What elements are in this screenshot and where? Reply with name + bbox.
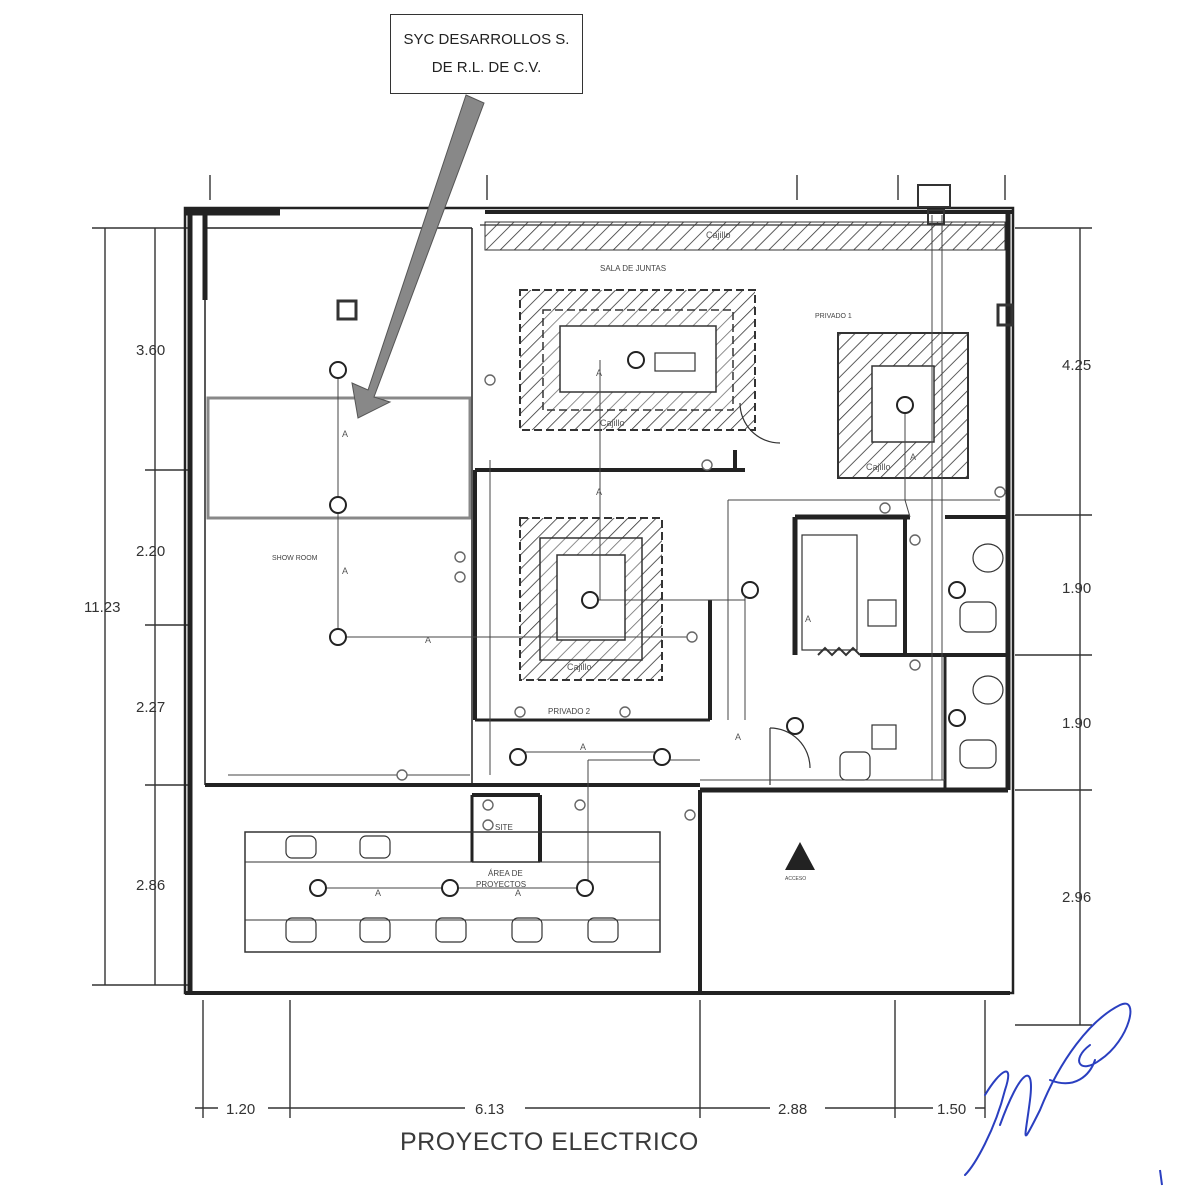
- dim-bottom-2: 6.13: [475, 1101, 504, 1118]
- cajillo-label-juntas: Cajillo: [600, 418, 625, 428]
- room-area-proyectos-1: ÁREA DE: [488, 869, 523, 878]
- cajillo-band: [484, 221, 1006, 251]
- dim-bottom-1: 1.20: [226, 1101, 255, 1118]
- bottom-dimensions: [195, 1000, 986, 1118]
- company-callout-box: SYC DESARROLLOS S. DE R.L. DE C.V.: [390, 14, 583, 94]
- sala-juntas-plafon: [519, 289, 756, 431]
- circuit-label: A: [342, 429, 348, 439]
- signature-mark: [1159, 1169, 1163, 1186]
- company-name-line2: DE R.L. DE C.V.: [431, 59, 542, 76]
- room-area-proyectos-2: PROYECTOS: [476, 880, 526, 889]
- left-dimensions: [92, 227, 190, 986]
- dim-right-1: 4.25: [1062, 357, 1091, 374]
- dim-left-3: 2.27: [136, 699, 165, 716]
- room-privado-1: PRIVADO 1: [815, 313, 852, 320]
- acceso-marker: [785, 842, 815, 870]
- dim-right-2: 1.90: [1062, 580, 1091, 597]
- dim-bottom-4: 1.50: [937, 1101, 966, 1118]
- cajillo-label-privado1: Cajillo: [866, 462, 891, 472]
- circuit-label: A: [910, 452, 916, 462]
- signature: [964, 1002, 1132, 1176]
- top-ticks: [209, 175, 1006, 200]
- circuit-label: A: [425, 635, 431, 645]
- dim-bottom-3: 2.88: [778, 1101, 807, 1118]
- cajillo-label-privado2: Cajillo: [567, 662, 592, 672]
- room-acceso: ACCESO: [785, 876, 806, 882]
- circuit-label: A: [580, 742, 586, 752]
- company-name-line1: SYC DESARROLLOS S.: [403, 31, 570, 48]
- circuit-label: A: [342, 566, 348, 576]
- right-dimensions: [1015, 227, 1092, 1026]
- circuit-label: A: [375, 888, 381, 898]
- dim-left-4: 2.86: [136, 877, 165, 894]
- cajillo-label-top: Cajillo: [706, 230, 731, 240]
- dim-left-1: 3.60: [136, 342, 165, 359]
- dim-left-total: 11.23: [84, 599, 120, 616]
- drawing-title: PROYECTO ELECTRICO: [400, 1128, 699, 1156]
- circuit-wiring: [228, 215, 1000, 889]
- dim-right-3: 1.90: [1062, 715, 1091, 732]
- fixtures: [336, 184, 1014, 785]
- area-proyectos-table: [244, 831, 661, 953]
- dim-left-2: 2.20: [136, 543, 165, 560]
- circuit-label: A: [596, 368, 602, 378]
- room-show-room: SHOW ROOM: [272, 555, 318, 562]
- circuit-label: A: [805, 614, 811, 624]
- outlets: [396, 374, 1006, 831]
- light-fixtures: [309, 351, 966, 897]
- circuit-label: A: [515, 888, 521, 898]
- pointer-arrow: [351, 94, 485, 419]
- circuit-label: A: [596, 487, 602, 497]
- circuit-label: A: [735, 732, 741, 742]
- room-sala-juntas: SALA DE JUNTAS: [600, 264, 666, 273]
- room-site: SITE: [495, 823, 513, 832]
- room-privado-2: PRIVADO 2: [548, 707, 591, 716]
- dim-right-4: 2.96: [1062, 889, 1091, 906]
